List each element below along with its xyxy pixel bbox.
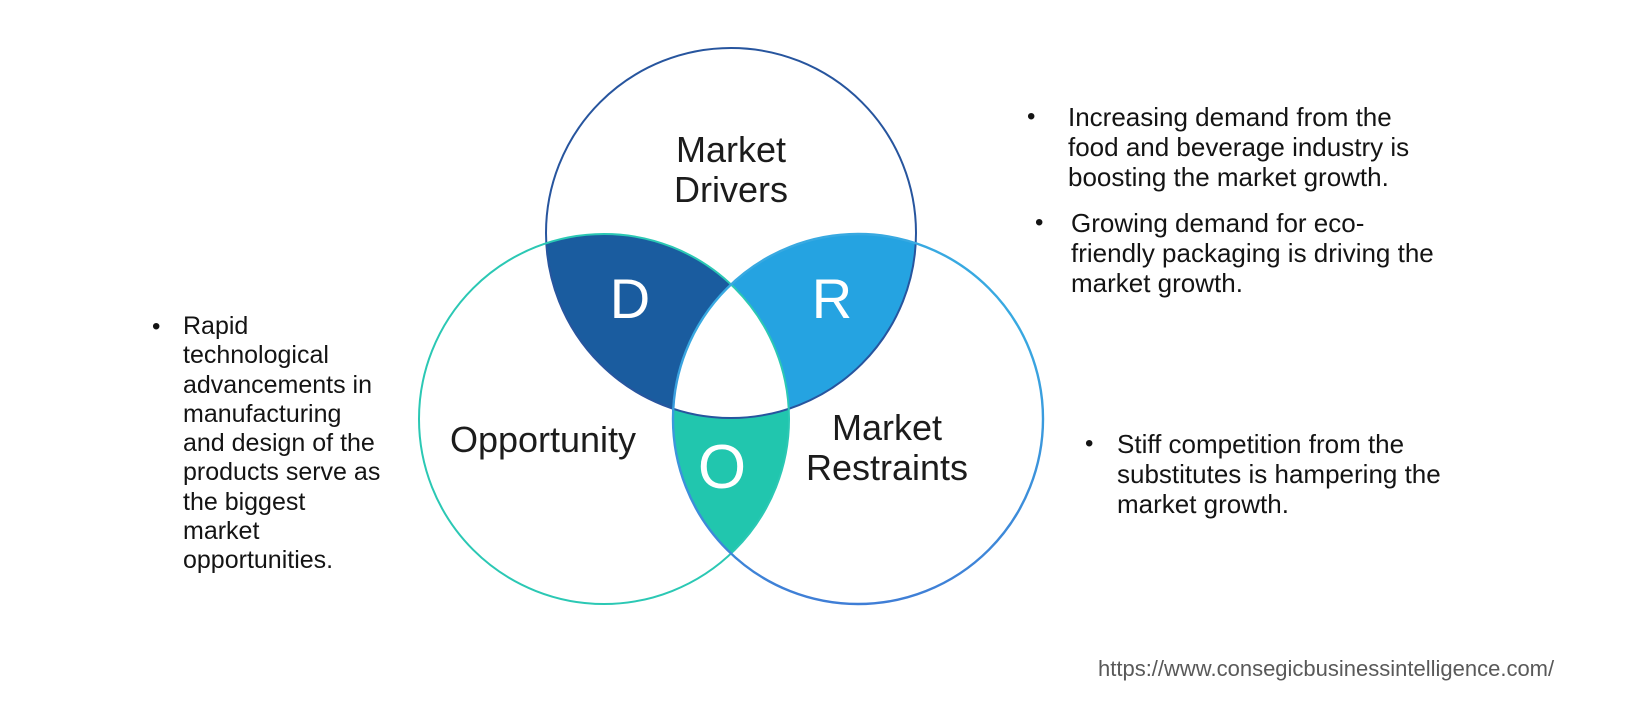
opportunity-circle-outline [418,233,790,605]
bullet-marker: • [152,313,161,340]
drivers-circle-outline [545,47,917,419]
o-letter: O [697,433,747,502]
restraints-bullet: • Stiff competition from the substitutes… [1080,429,1517,519]
drivers-bullet-1-text: Increasing demand from the food and beve… [1068,102,1410,192]
opportunity-circle-label: Opportunity [449,419,637,460]
opportunity-bullet: • Rapid technological advancements in ma… [147,312,433,576]
drivers-bullet-2-text: Growing demand for eco- friendly packagi… [1071,208,1434,298]
bullet-marker: • [1085,430,1094,457]
restraints-circle-label: Market Restraints [805,407,969,488]
r-region [673,234,916,418]
drivers-circle-label: Market Drivers [674,129,788,210]
bullet-marker: • [1027,103,1036,130]
drivers-bullet-1: • Increasing demand from the food and be… [1022,102,1488,192]
source-url: https://www.consegicbusinessintelligence… [1098,656,1555,681]
r-letter: R [811,267,853,330]
drivers-bullet-2: • Growing demand for eco- friendly packa… [1030,208,1511,298]
restraints-circle-outline [671,232,1045,606]
restraints-bullet-text: Stiff competition from the substitutes i… [1117,429,1441,519]
bullet-marker: • [1035,209,1044,236]
opportunity-bullet-text: Rapid technological advancements in manu… [183,312,381,575]
d-letter: D [609,267,651,330]
